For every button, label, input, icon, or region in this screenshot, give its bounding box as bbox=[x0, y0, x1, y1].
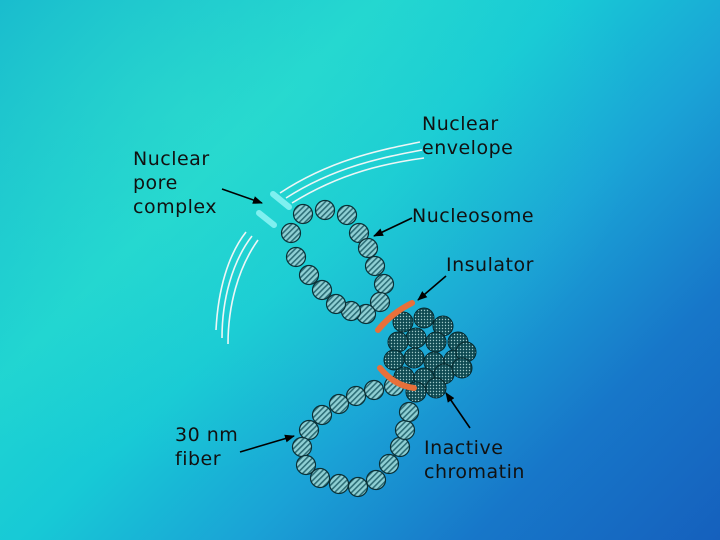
chromatin-bead bbox=[403, 347, 425, 369]
nucleosome-bead bbox=[295, 454, 317, 476]
chromatin-bead bbox=[451, 357, 473, 379]
nucleosome-bead bbox=[394, 419, 416, 441]
label-line: Nuclear bbox=[133, 148, 210, 170]
insulator-arrow bbox=[417, 275, 447, 301]
chromatin-bead bbox=[425, 331, 447, 353]
label-inactive-chromatin: Inactive chromatin bbox=[424, 436, 525, 484]
label-line: Inactive bbox=[424, 437, 504, 459]
nucleosome-bead bbox=[373, 273, 395, 295]
nuclear-pore-complex bbox=[256, 191, 292, 228]
nuclear-envelope-lines bbox=[215, 141, 425, 345]
pore-complex-arrow bbox=[221, 188, 263, 204]
nucleosome-bead bbox=[328, 393, 350, 415]
insulator-marks bbox=[375, 300, 417, 391]
label-line: fiber bbox=[175, 448, 222, 470]
nucleosome-bead bbox=[325, 293, 347, 315]
nucleosome-bead bbox=[311, 404, 333, 426]
nucleosome-bead bbox=[357, 237, 379, 259]
chromatin-bead bbox=[405, 327, 427, 349]
nucleosome-bead bbox=[311, 279, 333, 301]
nucleosome-bead bbox=[378, 453, 400, 475]
nucleosome-bead bbox=[369, 291, 391, 313]
nucleosome-loop-upper bbox=[280, 199, 395, 325]
inactive-chromatin-cluster bbox=[383, 307, 477, 403]
leader-arrows bbox=[221, 188, 471, 453]
nucleosome-bead bbox=[345, 385, 367, 407]
nucleosome-loop-lower bbox=[291, 375, 420, 498]
nucleosome-bead bbox=[309, 467, 331, 489]
label-line: Nuclear bbox=[422, 113, 499, 135]
chromatin-bead bbox=[387, 331, 409, 353]
nucleosome-bead bbox=[314, 199, 336, 221]
label-line: 30 nm bbox=[175, 424, 239, 446]
label-nuclear-pore-complex: Nuclear pore complex bbox=[133, 147, 217, 219]
label-nuclear-envelope: Nuclear envelope bbox=[422, 112, 513, 160]
fiber-arrow bbox=[239, 434, 295, 453]
nucleosome-bead bbox=[291, 436, 313, 458]
label-nucleosome: Nucleosome bbox=[412, 204, 534, 228]
nucleosome-bead bbox=[336, 204, 358, 226]
nucleosome-bead bbox=[298, 264, 320, 286]
label-30nm-fiber: 30 nm fiber bbox=[175, 423, 238, 471]
nucleosome-bead bbox=[363, 379, 385, 401]
insulator-upper bbox=[375, 300, 415, 333]
label-line: Nucleosome bbox=[412, 205, 535, 227]
nucleosome-bead bbox=[298, 419, 320, 441]
insulator-lower bbox=[377, 365, 417, 391]
label-line: envelope bbox=[422, 137, 514, 159]
label-line: Insulator bbox=[446, 254, 534, 276]
chromatin-bead bbox=[392, 311, 414, 333]
chromatin-bead bbox=[425, 377, 447, 399]
label-insulator: Insulator bbox=[446, 253, 534, 277]
nucleosome-bead bbox=[365, 469, 387, 491]
inactive-chromatin-arrow bbox=[445, 392, 471, 429]
nucleosome-bead bbox=[348, 222, 370, 244]
nucleosome-bead bbox=[364, 255, 386, 277]
chromatin-bead bbox=[413, 307, 435, 329]
nucleosome-bead bbox=[292, 203, 314, 225]
label-line: pore bbox=[133, 172, 178, 194]
label-line: chromatin bbox=[424, 461, 525, 483]
nucleosome-arrow bbox=[373, 217, 413, 237]
nucleosome-bead bbox=[398, 401, 420, 423]
nucleosome-bead bbox=[285, 246, 307, 268]
label-line: complex bbox=[133, 196, 218, 218]
nucleosome-bead bbox=[389, 436, 411, 458]
nucleosome-bead bbox=[280, 222, 302, 244]
nucleosome-bead bbox=[347, 476, 369, 498]
nucleosome-bead bbox=[328, 473, 350, 495]
